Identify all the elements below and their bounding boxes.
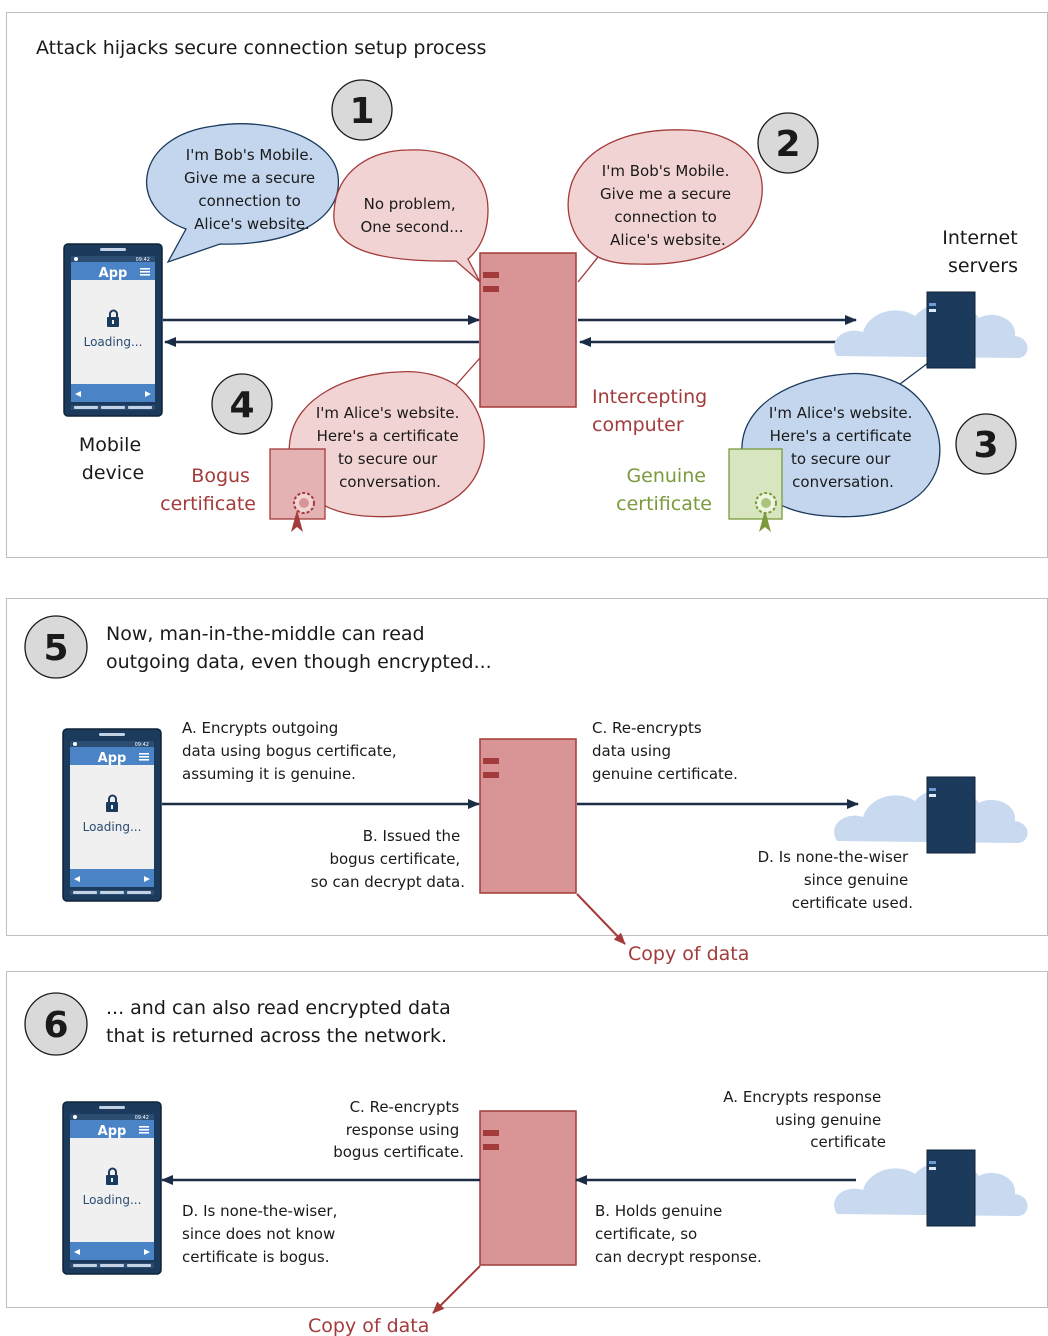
panel-1-title: Attack hijacks secure connection setup p…	[36, 37, 486, 59]
bubble1-line: I'm Bob's Mobile.	[186, 146, 314, 164]
bubble2-line: connection to	[614, 208, 716, 226]
phone-loading-text: Loading...	[84, 335, 143, 349]
svg-text:I'm Alice's website. Her: I'm Alice's website. Here's a certificat…	[769, 404, 917, 491]
bubble-reply-line: No problem,	[364, 195, 456, 213]
note-b: B. Issued the bogus certificate, so can …	[311, 827, 465, 891]
interceptor-server-icon	[479, 1110, 577, 1266]
step-3-badge: 3	[955, 413, 1017, 475]
panel-2-title: Now, man-in-the-middle can read outgoing…	[106, 623, 492, 673]
phone-status-time: 09:42	[135, 742, 149, 748]
mobile-phone-icon: App 09:42 Loading...	[63, 243, 163, 417]
bubble-server-certificate: I'm Alice's website. Here's a certificat…	[741, 359, 941, 518]
phone-app-label: App	[98, 1124, 127, 1139]
svg-text:4: 4	[229, 385, 254, 426]
bubble-bogus-certificate: I'm Alice's website. Here's a certificat…	[288, 357, 485, 518]
bubble4-line: I'm Alice's website.	[316, 404, 460, 422]
step-1-badge: 1	[331, 79, 393, 141]
svg-text:2: 2	[775, 124, 800, 165]
bubble3-line: conversation.	[792, 473, 894, 491]
note-c: C. Re-encrypts response using bogus cert…	[333, 1098, 464, 1161]
cloud-server-icon	[833, 776, 1029, 854]
genuine-certificate-icon	[728, 448, 783, 532]
note-a: A. Encrypts outgoing data using bogus ce…	[182, 719, 401, 783]
step-2-badge: 2	[757, 112, 819, 174]
svg-text:I'm Bob's Mobile. Give m: I'm Bob's Mobile. Give me a secure conne…	[184, 146, 320, 233]
copy-of-data-arrow	[432, 1265, 481, 1314]
bubble2-line: I'm Bob's Mobile.	[602, 162, 730, 180]
phone-status-time: 09:42	[135, 1115, 149, 1121]
svg-text:6: 6	[43, 1005, 68, 1046]
bubble3-line: Here's a certificate	[770, 427, 912, 445]
cloud-server-icon	[833, 1149, 1029, 1227]
svg-text:No problem, One second..: No problem, One second...	[360, 195, 463, 236]
mobile-phone-icon: App 09:42 Loading...	[62, 728, 162, 902]
bubble-bob-request: I'm Bob's Mobile. Give me a secure conne…	[146, 123, 339, 264]
svg-text:5: 5	[43, 628, 68, 669]
copy-of-data-arrow	[576, 893, 626, 945]
intercepting-computer-label: Intercepting computer	[592, 386, 713, 436]
phone-app-label: App	[98, 751, 127, 766]
cloud-server-icon	[833, 291, 1029, 369]
interceptor-server-icon	[479, 738, 577, 894]
bubble-reply-line: One second...	[360, 218, 463, 236]
internet-servers-label: Internet servers	[942, 227, 1024, 277]
note-c: C. Re-encrypts data using genuine certif…	[592, 719, 738, 783]
mobile-device-label: Mobile device	[79, 434, 147, 484]
copy-of-data-label: Copy of data	[308, 1315, 429, 1336]
svg-text:I'm Bob's Mobile. Give m: I'm Bob's Mobile. Give me a secure conne…	[600, 162, 736, 249]
bubble2-line: Give me a secure	[600, 185, 731, 203]
phone-app-label: App	[99, 266, 128, 281]
bogus-certificate-icon	[269, 448, 326, 532]
bubble1-line: Give me a secure	[184, 169, 315, 187]
bubble-interceptor-reply: No problem, One second...	[333, 149, 489, 283]
bubble4-line: to secure our	[338, 450, 438, 468]
bubble3-line: I'm Alice's website.	[769, 404, 913, 422]
bubble-interceptor-forward: I'm Bob's Mobile. Give me a secure conne…	[567, 129, 763, 283]
bubble4-line: conversation.	[339, 473, 441, 491]
phone-loading-text: Loading...	[83, 1193, 142, 1207]
copy-of-data-label: Copy of data	[628, 943, 749, 965]
bogus-certificate-label: Bogus certificate	[160, 465, 256, 515]
bubble1-line: Alice's website.	[194, 215, 310, 233]
bubble3-line: to secure our	[791, 450, 891, 468]
note-a: A. Encrypts response using genuine certi…	[723, 1088, 886, 1151]
phone-status-time: 09:42	[136, 257, 150, 263]
panel-3-title: ... and can also read encrypted data tha…	[106, 997, 457, 1047]
step-6-badge: 6	[24, 992, 88, 1056]
phone-loading-text: Loading...	[83, 820, 142, 834]
genuine-certificate-label: Genuine certificate	[616, 465, 712, 515]
interceptor-server-icon	[479, 252, 577, 408]
bubble1-line: connection to	[198, 192, 300, 210]
svg-text:1: 1	[349, 91, 374, 132]
bubble4-line: Here's a certificate	[317, 427, 459, 445]
note-d: D. Is none-the-wiser, since does not kno…	[182, 1202, 342, 1266]
note-b: B. Holds genuine certificate, so can dec…	[595, 1202, 762, 1266]
bubble2-line: Alice's website.	[610, 231, 726, 249]
mobile-phone-icon: App 09:42 Loading...	[62, 1101, 162, 1275]
step-5-badge: 5	[24, 615, 88, 679]
svg-text:I'm Alice's website. Her: I'm Alice's website. Here's a certificat…	[316, 404, 464, 491]
svg-text:3: 3	[973, 425, 998, 466]
step-4-badge: 4	[211, 373, 273, 435]
note-d: D. Is none-the-wiser since genuine certi…	[758, 848, 913, 912]
